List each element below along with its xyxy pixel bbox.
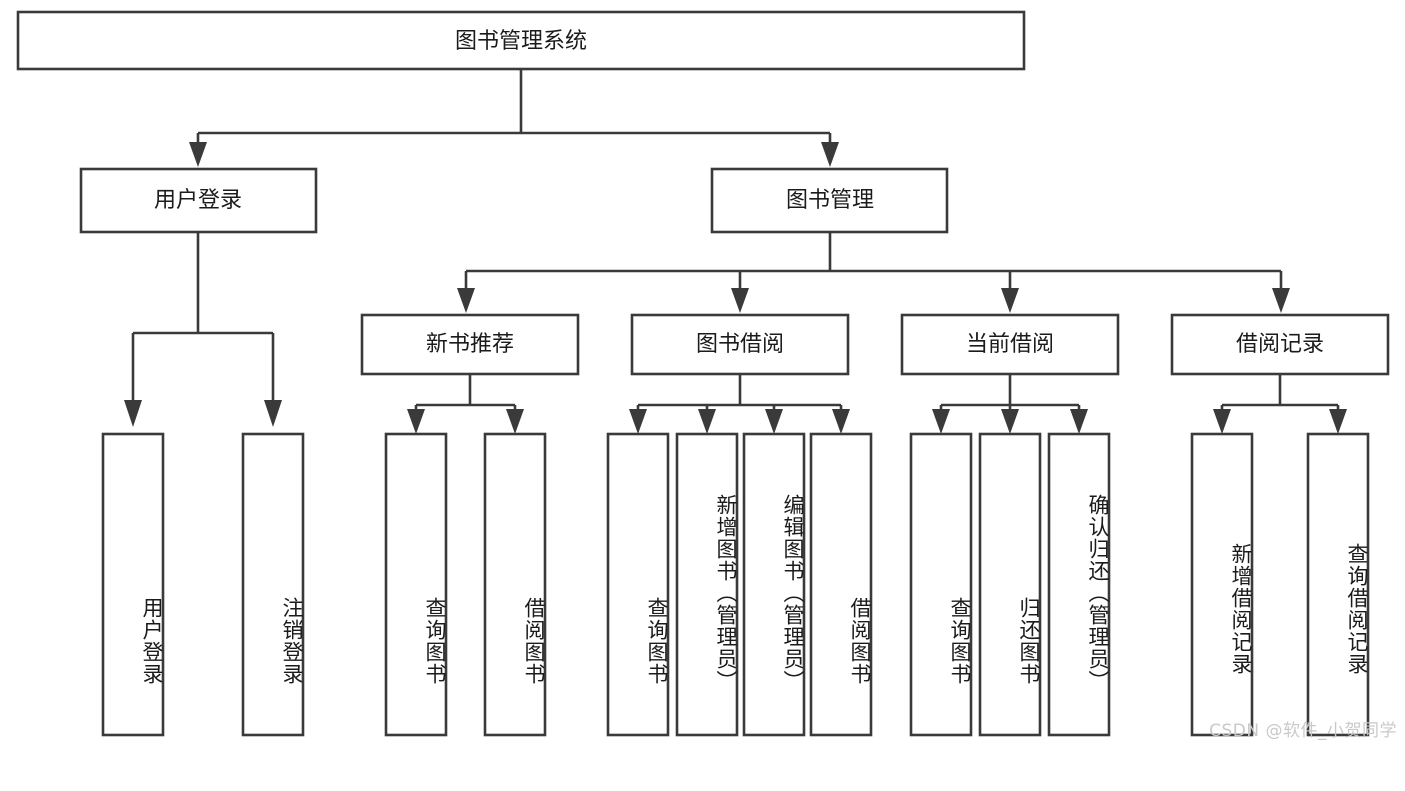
leaf-box-book-borrow-2[interactable] <box>675 432 739 737</box>
arrow-book-manage-to-borrow-record <box>1272 288 1290 313</box>
node-new-book-recommend-label: 新书推荐 <box>426 332 514 357</box>
arrow-book-borrow-leaf-4 <box>832 409 850 434</box>
flowchart-canvas: 图书管理系统 用户登录 图书管理 新书推荐 <box>16 10 1397 741</box>
node-book-borrow[interactable] <box>630 313 850 376</box>
arrow-current-borrow-leaf-1 <box>932 409 950 434</box>
leaf-box-new-book-1[interactable] <box>384 432 448 737</box>
leaf-box-user-login-1[interactable] <box>101 432 165 737</box>
leaf-box-borrow-record-2[interactable] <box>1306 432 1370 737</box>
arrow-borrow-record-leaf-2 <box>1329 409 1347 434</box>
arrow-new-book-leaf-1 <box>407 409 425 434</box>
arrow-user-login-leaf-2 <box>264 400 282 427</box>
arrow-book-borrow-leaf-1 <box>629 409 647 434</box>
arrow-current-borrow-leaf-3 <box>1070 409 1088 434</box>
node-borrow-record-label: 借阅记录 <box>1236 332 1324 357</box>
diagram-svg: 图书管理系统 用户登录 图书管理 新书推荐 <box>16 10 1390 737</box>
node-current-borrow[interactable] <box>900 313 1120 376</box>
leaf-box-new-book-2[interactable] <box>483 432 547 737</box>
arrow-book-manage-to-current-borrow <box>1001 288 1019 313</box>
node-current-borrow-label: 当前借阅 <box>966 332 1054 357</box>
leaf-box-book-borrow-1[interactable] <box>606 432 670 737</box>
csdn-watermark: CSDN @软件_小贺同学 <box>1209 721 1397 741</box>
arrow-root-to-book-manage <box>821 142 839 167</box>
arrow-borrow-record-leaf-1 <box>1213 409 1231 434</box>
node-root[interactable] <box>16 10 1026 71</box>
leaf-box-user-login-2[interactable] <box>241 432 305 737</box>
leaf-box-current-borrow-1[interactable] <box>909 432 973 737</box>
arrow-new-book-leaf-2 <box>506 409 524 434</box>
node-book-manage-label: 图书管理 <box>786 188 874 213</box>
leaf-box-current-borrow-3[interactable] <box>1047 432 1111 737</box>
arrow-user-login-leaf-1 <box>124 400 142 427</box>
arrow-book-borrow-leaf-3 <box>765 409 783 434</box>
arrow-book-manage-to-book-borrow <box>731 288 749 313</box>
arrow-root-to-user-login <box>189 142 207 167</box>
leaf-box-current-borrow-2[interactable] <box>978 432 1042 737</box>
leaf-box-borrow-record-1[interactable] <box>1190 432 1254 737</box>
arrow-book-manage-to-new-book <box>457 288 475 313</box>
node-book-manage[interactable] <box>710 167 949 234</box>
arrow-current-borrow-leaf-2 <box>1001 409 1019 434</box>
node-book-borrow-label: 图书借阅 <box>696 332 784 357</box>
node-root-label: 图书管理系统 <box>455 29 587 54</box>
leaf-box-book-borrow-4[interactable] <box>809 432 873 737</box>
node-borrow-record[interactable] <box>1170 313 1390 376</box>
node-new-book-recommend[interactable] <box>360 313 580 376</box>
node-user-login-label: 用户登录 <box>154 188 242 213</box>
arrow-book-borrow-leaf-2 <box>698 409 716 434</box>
leaf-box-book-borrow-3[interactable] <box>742 432 806 737</box>
